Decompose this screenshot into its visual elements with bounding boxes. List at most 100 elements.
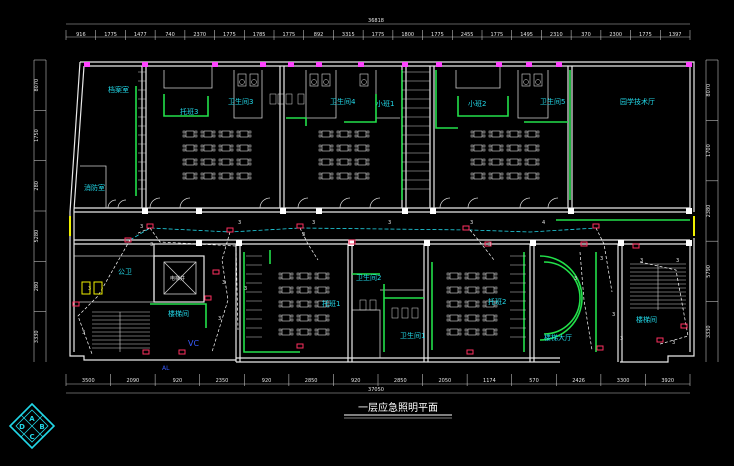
- top-dim-4: 2370: [193, 32, 206, 38]
- circuit-number: 3: [620, 336, 623, 342]
- left-dim-3: 5280: [34, 230, 40, 243]
- circuit-number: 3: [244, 286, 247, 292]
- left-dim-5: 3330: [34, 330, 40, 343]
- circuit-number: 3: [238, 220, 241, 226]
- left-dim-4: 280: [34, 282, 40, 292]
- top-toilet-fixtures: [237, 73, 543, 319]
- room-label-toilet2: 卫生间2: [356, 273, 381, 282]
- logo-letter-c: C: [29, 433, 34, 441]
- room-label-hall: 楼梯大厅: [544, 333, 572, 342]
- bottom-dim-2: 920: [173, 378, 183, 384]
- room-label-class1: 托班1: [322, 299, 340, 308]
- company-logo: A B C D: [8, 402, 56, 450]
- door-swings: [107, 197, 559, 209]
- top-dim-3: 740: [165, 32, 175, 38]
- top-dim-1: 1775: [104, 32, 117, 38]
- al-tag: AL: [162, 365, 170, 372]
- top-dim-17: 370: [581, 32, 591, 38]
- bottom-dim-8: 2050: [438, 378, 451, 384]
- vc-tag: VC: [188, 339, 199, 348]
- logo-letter-b: B: [39, 423, 44, 431]
- room-label-toilet5: 卫生间5: [540, 97, 565, 106]
- bottom-dim-10: 570: [529, 378, 539, 384]
- circuit-number: 3: [600, 256, 603, 262]
- room-label-toilet4: 卫生间4: [330, 97, 356, 106]
- top-dim-10: 1775: [372, 32, 385, 38]
- room-label-small1: 小班1: [376, 99, 394, 108]
- top-dim-13: 2455: [461, 32, 474, 38]
- bottom-dim-13: 3920: [661, 378, 674, 384]
- bottom-dim-11: 2426: [572, 378, 585, 384]
- drawing-title: 一层应急照明平面: [358, 401, 438, 414]
- room-label-stair1: 楼梯间: [168, 309, 189, 318]
- circuit-number: 3: [150, 242, 153, 248]
- bottom-dim-1: 2090: [126, 378, 139, 384]
- classroom-furniture: [182, 130, 540, 336]
- top-green-partitions: [135, 70, 690, 221]
- room-label-monitor: 消防室: [84, 183, 105, 192]
- circuit-number-4: 4: [542, 220, 545, 226]
- logo-letter-a: A: [29, 415, 35, 423]
- overall-dim-bottom: 37050: [368, 387, 384, 393]
- emergency-circuit-wiring: [77, 227, 689, 355]
- bottom-dim-9: 1174: [483, 378, 496, 384]
- left-dim-0: 8070: [34, 79, 40, 92]
- overall-dim-top: 36818: [368, 18, 384, 24]
- room-label-toilet3: 卫生间3: [228, 97, 253, 106]
- circuit-number: 3: [140, 224, 143, 230]
- right-dim-0: 8070: [706, 84, 712, 97]
- top-dim-20: 1397: [669, 32, 682, 38]
- room-label-activity: 园学技术厅: [620, 97, 655, 106]
- bottom-dim-5: 2850: [305, 378, 318, 384]
- top-dim-0: 916: [76, 32, 86, 38]
- logo-letter-d: D: [19, 423, 25, 431]
- top-dim-11: 1800: [401, 32, 414, 38]
- room-labels: 档案室 托班3 卫生间3 卫生间4 小班1 小班2 卫生间5 园学技术厅 消防室…: [84, 85, 657, 372]
- top-dim-18: 2300: [609, 32, 622, 38]
- emergency-light-fixtures: [72, 223, 688, 355]
- room-label-archive: 档案室: [108, 85, 129, 94]
- drawing-title-block: 一层应急照明平面: [344, 401, 452, 419]
- circuit-number: 3: [612, 312, 615, 318]
- bottom-dim-7: 2850: [394, 378, 407, 384]
- top-dim-8: 892: [314, 32, 324, 38]
- left-dim-2: 280: [34, 181, 40, 191]
- top-dim-2: 1477: [134, 32, 147, 38]
- right-dim-1: 1700: [706, 144, 712, 157]
- top-dim-14: 1775: [490, 32, 503, 38]
- top-dim-9: 3315: [342, 32, 355, 38]
- circuit-number: 3: [388, 220, 391, 226]
- room-label-toilet-pub: 公卫: [118, 268, 132, 276]
- circuit-number: 3: [312, 220, 315, 226]
- bottom-dim-3: 2350: [216, 378, 229, 384]
- circuit-number: 3: [82, 330, 85, 336]
- top-dim-5: 1775: [223, 32, 236, 38]
- stairwells: [92, 71, 686, 352]
- circuit-number: 3: [640, 258, 643, 264]
- circuit-number: 3: [574, 276, 577, 282]
- circuit-number: 3: [488, 242, 491, 248]
- top-dimension-chain: 36818 916 1775 1477 740 2370 1775 1785 1775 892 3…: [65, 18, 691, 40]
- bottom-dim-12: 3300: [617, 378, 630, 384]
- right-dim-2: 2380: [706, 205, 712, 218]
- bottom-dim-0: 3500: [82, 378, 95, 384]
- circuit-number: 3: [672, 340, 675, 346]
- circuit-number: 3: [470, 220, 473, 226]
- corridor-walls: [74, 207, 690, 245]
- right-dim-3: 5790: [706, 265, 712, 278]
- room-label-toilet1: 卫生间1: [400, 331, 425, 340]
- top-dim-19: 1775: [639, 32, 652, 38]
- bottom-dim-6: 920: [351, 378, 361, 384]
- right-dimension-chain: 8070 1700 2380 5790 3330: [705, 59, 719, 362]
- top-dim-6: 1785: [253, 32, 266, 38]
- room-label-elevator: 电梯井: [170, 275, 185, 282]
- circuit-number: 3: [218, 316, 221, 322]
- room-label-class2: 托班2: [488, 297, 506, 306]
- yellow-markers: [69, 216, 695, 295]
- right-dim-4: 3330: [706, 325, 712, 338]
- circuit-number: 3: [302, 232, 305, 238]
